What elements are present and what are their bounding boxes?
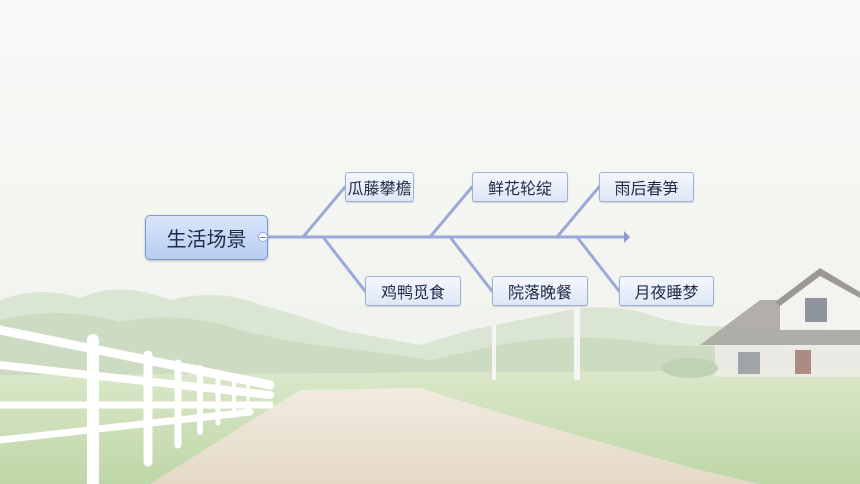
branch-line bbox=[448, 235, 494, 293]
branch-line bbox=[321, 235, 367, 293]
branch-line bbox=[555, 185, 601, 239]
branch-line bbox=[428, 185, 474, 239]
spine-arrowhead bbox=[624, 231, 630, 243]
root-topic[interactable]: 生活场景 bbox=[145, 215, 268, 260]
fishbone-connectors bbox=[266, 185, 628, 293]
branch-topic[interactable]: 鲜花轮绽 bbox=[472, 172, 568, 202]
pole bbox=[574, 300, 580, 380]
collapse-toggle-icon[interactable] bbox=[258, 232, 268, 242]
branch-line bbox=[575, 235, 621, 293]
branch-topic[interactable]: 院落晚餐 bbox=[492, 276, 588, 306]
dirt-road bbox=[150, 388, 760, 484]
branch-topic[interactable]: 月夜睡梦 bbox=[619, 276, 714, 306]
branch-topic[interactable]: 瓜藤攀檐 bbox=[345, 172, 414, 202]
branch-topic[interactable]: 鸡鸭觅食 bbox=[365, 276, 461, 306]
farmhouse bbox=[700, 268, 860, 377]
white-fence bbox=[0, 325, 275, 484]
branch-line bbox=[301, 185, 347, 239]
branch-topic[interactable]: 雨后春笋 bbox=[599, 172, 694, 202]
pole bbox=[492, 325, 496, 380]
